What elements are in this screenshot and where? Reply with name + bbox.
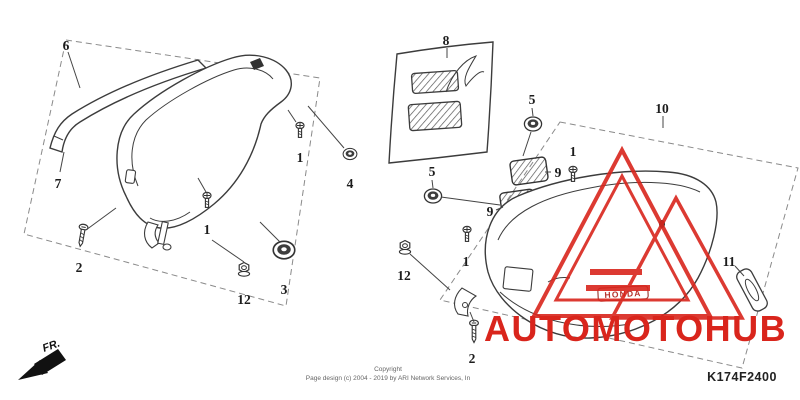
callout-7[interactable]: 7 — [55, 176, 62, 191]
callout-1[interactable]: 1 — [204, 222, 211, 237]
copyright-line2: Page design (c) 2004 - 2019 by ARI Netwo… — [306, 375, 471, 382]
grommet-icon — [342, 147, 358, 161]
callout-1[interactable]: 1 — [570, 144, 577, 159]
callout-12[interactable]: 12 — [397, 268, 411, 283]
callout-9[interactable]: 9 — [555, 165, 562, 180]
fr-label: FR. — [41, 337, 62, 354]
bolt-icon — [295, 121, 305, 138]
callout-8[interactable]: 8 — [443, 33, 450, 48]
pad-upper — [509, 156, 549, 186]
leader-lines — [59, 48, 745, 323]
callout-1[interactable]: 1 — [463, 254, 470, 269]
grommet-icon — [523, 116, 543, 132]
side-emblem-strip — [736, 268, 768, 312]
callout-2[interactable]: 2 — [76, 260, 83, 275]
callout-1[interactable]: 1 — [297, 150, 304, 165]
callout-3[interactable]: 3 — [281, 282, 288, 297]
copyright-line1: Copyright — [374, 366, 402, 373]
protector-sheet — [388, 41, 494, 164]
callout-5[interactable]: 5 — [529, 92, 536, 107]
callout-10[interactable]: 10 — [655, 101, 669, 116]
left-side-cover — [116, 54, 292, 251]
callout-12[interactable]: 12 — [237, 292, 251, 307]
grommet-icon — [272, 240, 296, 260]
callout-6[interactable]: 6 — [63, 38, 70, 53]
diagram-code: K174F2400 — [707, 370, 777, 384]
callout-5[interactable]: 5 — [429, 164, 436, 179]
callout-4[interactable]: 4 — [347, 176, 354, 191]
bolt-icon — [462, 225, 472, 242]
watermark-logo — [530, 145, 745, 320]
right-assembly-boundary — [439, 121, 799, 369]
callout-9[interactable]: 9 — [487, 204, 494, 219]
fr-direction-arrow: FR. — [18, 337, 66, 380]
nut-icon — [237, 261, 251, 277]
grommet-icon — [423, 188, 443, 204]
callout-11[interactable]: 11 — [723, 254, 736, 269]
screw-icon — [469, 319, 479, 344]
nut-icon — [398, 239, 412, 255]
watermark-text: AUTOMOTOHUB — [484, 308, 787, 349]
callout-2[interactable]: 2 — [469, 351, 476, 366]
screw-icon — [75, 223, 89, 248]
